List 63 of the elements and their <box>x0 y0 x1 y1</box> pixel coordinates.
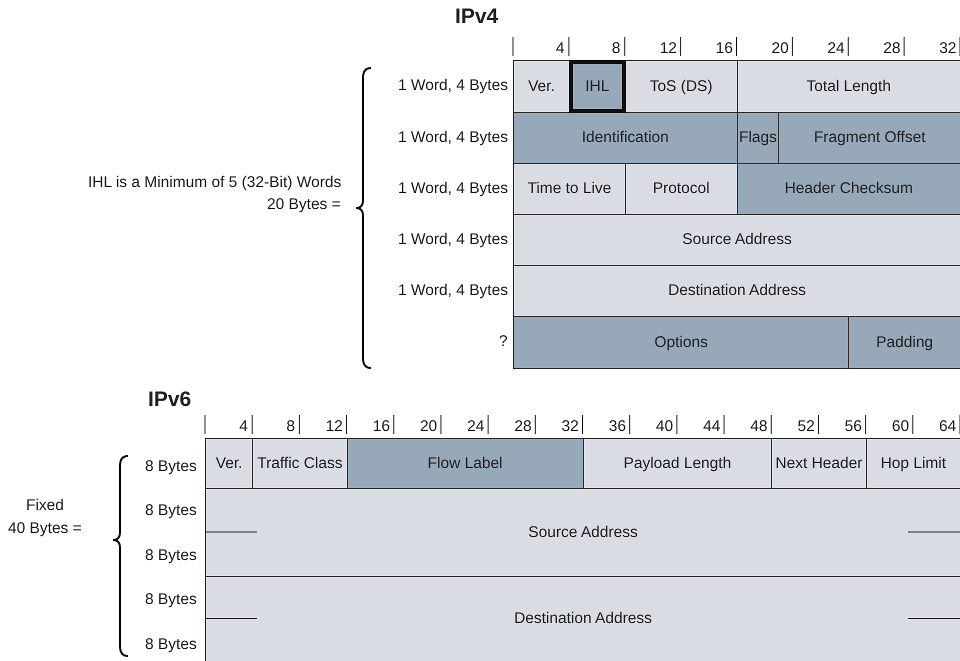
header-field: Source Address <box>513 214 960 266</box>
bit-number: 28 <box>514 418 532 436</box>
header-field: Time to Live <box>513 163 626 215</box>
header-field: Flow Label <box>346 438 584 489</box>
bit-number: 12 <box>326 418 343 436</box>
bit-number: 60 <box>892 418 910 436</box>
row-size-label: 8 Bytes <box>145 636 197 654</box>
bit-number: 8 <box>612 40 620 58</box>
header-field: ToS (DS) <box>624 60 738 113</box>
brace-label: 20 Bytes = <box>267 196 341 214</box>
bit-number: 36 <box>608 418 626 436</box>
header-field: Fragment Offset <box>778 112 960 164</box>
brace-label: 40 Bytes = <box>8 520 82 538</box>
header-field: Padding <box>848 316 960 369</box>
row-size-label: 8 Bytes <box>145 547 197 565</box>
header-field: Next Header <box>771 438 867 489</box>
bit-number: 44 <box>703 418 720 436</box>
header-field: Header Checksum <box>736 163 960 215</box>
bit-number: 4 <box>239 418 248 436</box>
bit-number: 32 <box>562 418 579 436</box>
bit-number: 20 <box>772 40 789 58</box>
row-size-label: ? <box>499 333 508 351</box>
header-field: Identification <box>513 112 738 164</box>
header-field: Payload Length <box>582 438 772 489</box>
bit-number: 24 <box>827 40 845 58</box>
header-field: Source Address <box>205 488 960 577</box>
bit-number: 52 <box>797 418 815 436</box>
header-field: Hop Limit <box>866 438 960 489</box>
header-field: Destination Address <box>205 576 960 661</box>
bit-number: 20 <box>420 418 438 436</box>
brace-label: Fixed <box>26 497 64 515</box>
bit-number: 32 <box>939 40 956 58</box>
row-size-label: 1 Word, 4 Bytes <box>398 282 508 300</box>
bit-number: 8 <box>286 418 295 436</box>
bit-number: 16 <box>372 418 390 436</box>
header-field: Ver. <box>513 60 570 113</box>
header-field: Ver. <box>205 438 254 489</box>
row-size-label: 1 Word, 4 Bytes <box>398 180 508 198</box>
brace-label: IHL is a Minimum of 5 (32-Bit) Words <box>88 174 342 192</box>
row-size-label: 8 Bytes <box>145 502 197 520</box>
row-size-label: 8 Bytes <box>145 458 197 476</box>
section-title: IPv4 <box>455 5 498 29</box>
row-size-label: 1 Word, 4 Bytes <box>398 230 508 248</box>
bit-number: 56 <box>844 418 862 436</box>
bit-number: 24 <box>467 418 484 436</box>
row-size-label: 1 Word, 4 Bytes <box>398 77 508 95</box>
bit-number: 16 <box>716 40 733 58</box>
header-field: IHL <box>568 60 626 113</box>
header-field: Destination Address <box>513 265 960 317</box>
bit-number: 64 <box>939 418 956 436</box>
header-field: Protocol <box>624 163 738 215</box>
header-field: Traffic Class <box>252 438 348 489</box>
row-size-label: 1 Word, 4 Bytes <box>398 128 508 146</box>
bit-number: 40 <box>656 418 674 436</box>
bit-number: 4 <box>556 40 565 58</box>
section-title: IPv6 <box>148 388 192 412</box>
header-field: Options <box>513 316 850 369</box>
bit-number: 12 <box>660 40 677 58</box>
bit-number: 28 <box>883 40 901 58</box>
row-size-label: 8 Bytes <box>145 591 197 609</box>
header-field: Total Length <box>736 60 960 113</box>
bit-number: 48 <box>750 418 768 436</box>
header-field: Flags <box>736 112 780 164</box>
